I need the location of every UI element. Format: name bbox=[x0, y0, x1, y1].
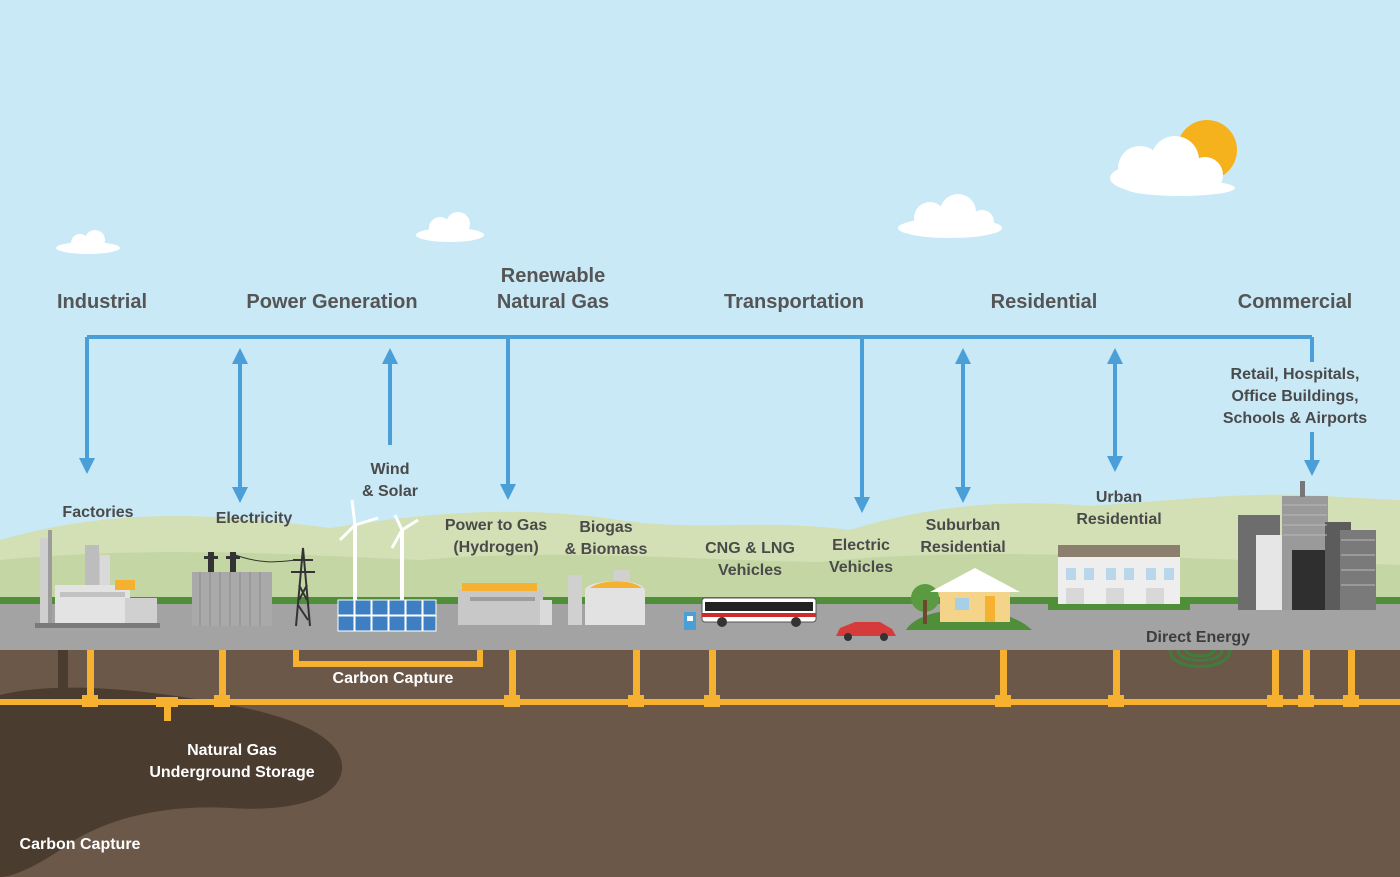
category-commercial: Commercial bbox=[1237, 291, 1353, 313]
hills-dark bbox=[0, 552, 1400, 608]
label-power-to-gas-line1: Power to Gas bbox=[444, 517, 548, 534]
cloud-icon bbox=[56, 230, 120, 254]
carbon-capture-well bbox=[58, 650, 68, 820]
category-residential: Residential bbox=[990, 291, 1098, 313]
factory-icon bbox=[35, 530, 160, 628]
skyscrapers-icon bbox=[1238, 481, 1376, 610]
label-cng-lng: CNG & LNG Vehicles bbox=[692, 538, 808, 582]
carbon-capture-loop bbox=[293, 650, 483, 667]
power-to-gas-plant-icon bbox=[458, 583, 552, 625]
category-renewable-natural-gas: Renewable Natural Gas bbox=[478, 265, 628, 313]
label-factories: Factories bbox=[62, 504, 134, 521]
cloud-icon bbox=[898, 194, 1002, 238]
label-cng-lng-line1: CNG & LNG bbox=[705, 540, 795, 557]
category-renewable-natural-gas-line2: Natural Gas bbox=[496, 291, 610, 313]
label-commercial-detail-line1: Retail, Hospitals, bbox=[1230, 366, 1360, 383]
solar-panel-icon bbox=[337, 599, 437, 632]
grass-strip bbox=[0, 597, 1400, 606]
label-biogas-line1: Biogas bbox=[579, 519, 633, 536]
label-urban-line1: Urban bbox=[1095, 489, 1143, 506]
label-cng-lng-line2: Vehicles bbox=[717, 562, 783, 579]
label-urban-line2: Residential bbox=[1076, 511, 1162, 528]
cloud-icon bbox=[416, 212, 484, 242]
label-electric-vehicles-line1: Electric bbox=[832, 537, 890, 554]
electric-car-icon bbox=[836, 622, 896, 641]
biogas-plant-icon bbox=[568, 570, 645, 625]
label-underground-storage: Natural Gas Underground Storage bbox=[140, 740, 324, 784]
transmission-tower-icon bbox=[229, 547, 315, 627]
gas-pipeline bbox=[0, 650, 1400, 721]
label-suburban-line1: Suburban bbox=[925, 517, 1001, 534]
direct-energy-coil-icon bbox=[1168, 649, 1232, 668]
substation-icon bbox=[192, 552, 272, 626]
townhouse-icon bbox=[1048, 545, 1190, 610]
label-power-to-gas: Power to Gas (Hydrogen) bbox=[436, 515, 556, 559]
category-renewable-natural-gas-line1: Renewable bbox=[500, 265, 606, 287]
cloud-icon bbox=[1110, 136, 1235, 196]
category-industrial: Industrial bbox=[56, 291, 147, 313]
label-wind-solar-line1: Wind bbox=[370, 461, 410, 478]
bus-icon bbox=[701, 597, 817, 627]
label-biogas-line2: & Biomass bbox=[564, 541, 648, 558]
suburban-house-icon bbox=[906, 568, 1032, 630]
category-transportation: Transportation bbox=[723, 291, 864, 313]
label-urban: Urban Residential bbox=[1066, 487, 1172, 531]
label-carbon-capture-upper: Carbon Capture bbox=[332, 670, 454, 687]
underground-cavern bbox=[0, 687, 343, 877]
label-electricity: Electricity bbox=[215, 510, 293, 527]
label-wind-solar-line2: & Solar bbox=[361, 483, 418, 500]
label-biogas: Biogas & Biomass bbox=[556, 517, 656, 561]
energy-flow-lines bbox=[79, 335, 1320, 513]
label-electric-vehicles: Electric Vehicles bbox=[816, 535, 906, 579]
wind-turbine-icon bbox=[338, 499, 419, 603]
label-commercial-detail-line2: Office Buildings, bbox=[1231, 388, 1359, 405]
label-commercial-detail-line3: Schools & Airports bbox=[1222, 410, 1368, 427]
label-underground-storage-line1: Natural Gas bbox=[187, 742, 277, 759]
label-suburban-line2: Residential bbox=[920, 539, 1006, 556]
label-suburban: Suburban Residential bbox=[910, 515, 1016, 559]
label-power-to-gas-line2: (Hydrogen) bbox=[453, 539, 539, 556]
label-underground-storage-line2: Underground Storage bbox=[149, 764, 315, 781]
fuel-pump-icon bbox=[684, 612, 696, 630]
label-wind-solar: Wind & Solar bbox=[340, 459, 440, 503]
label-commercial-detail: Retail, Hospitals, Office Buildings, Sch… bbox=[1214, 364, 1376, 430]
label-carbon-capture-lower: Carbon Capture bbox=[19, 836, 141, 853]
label-electric-vehicles-line2: Vehicles bbox=[828, 559, 894, 576]
category-power-generation: Power Generation bbox=[246, 291, 418, 313]
label-direct-energy: Direct Energy bbox=[1145, 629, 1251, 646]
